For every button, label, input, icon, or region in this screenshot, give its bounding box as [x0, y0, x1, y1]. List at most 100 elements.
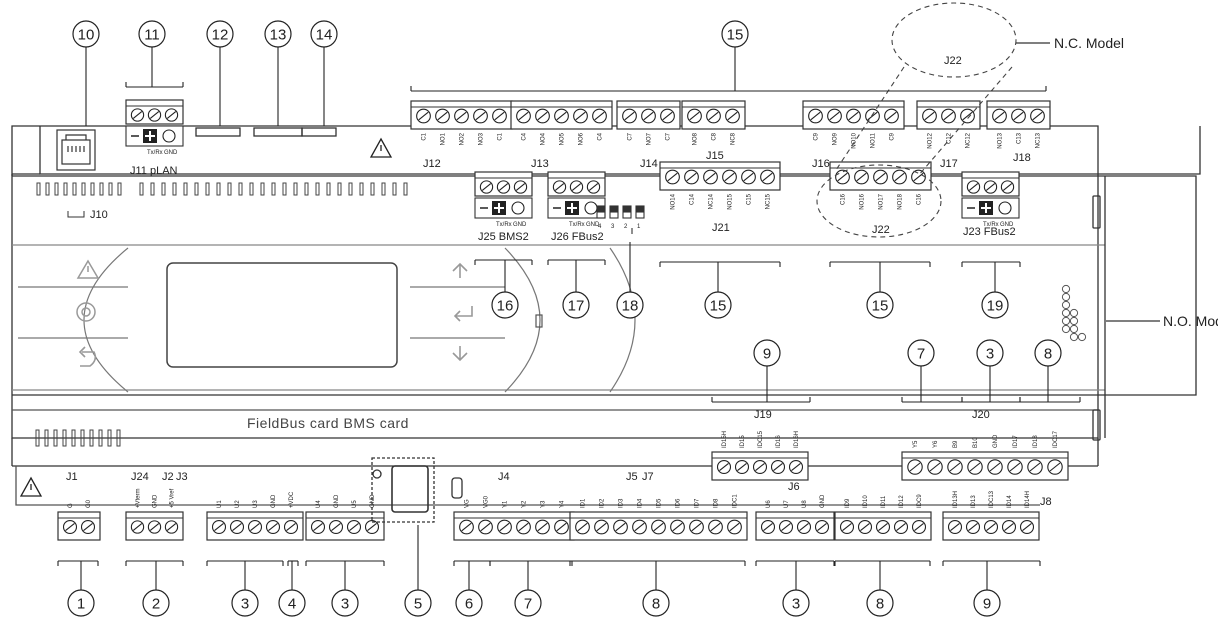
vent-slot	[183, 182, 188, 196]
terminal-housing	[901, 451, 1069, 481]
vent-slot	[370, 182, 375, 196]
callout-3: 3	[755, 560, 835, 617]
connector-label-j13: J13	[531, 158, 549, 170]
prg-key-icon[interactable]	[76, 302, 96, 322]
pin-label: U7	[784, 500, 790, 508]
callout-11: 11	[125, 20, 184, 88]
up-key-icon[interactable]	[452, 262, 468, 278]
vent-slot	[227, 182, 232, 196]
connector-label-j22-nc: J22	[944, 55, 962, 67]
pin-label: ID14H	[1025, 491, 1031, 508]
screw-slot	[83, 522, 93, 532]
pin-label: ID2	[600, 498, 606, 508]
callout-number: 3	[341, 596, 349, 613]
callout-3: 3	[961, 339, 1021, 403]
pin-label: NC12	[966, 132, 972, 148]
pin-label: C4	[598, 132, 604, 140]
callout-3: 3	[305, 560, 385, 617]
callout-19: 19	[961, 261, 1021, 319]
pin-label: C14	[690, 193, 696, 205]
screw-slot	[929, 462, 941, 472]
expansion-slot-13	[253, 127, 303, 137]
bus-terminal	[511, 201, 525, 215]
screw-slot	[667, 172, 678, 182]
pin-label: NO11	[871, 132, 877, 148]
vent-slot	[90, 182, 95, 196]
screw-slot	[132, 523, 143, 531]
alarm-key-icon[interactable]	[76, 259, 100, 279]
pin-label: NO12	[928, 132, 934, 148]
callout-number: 18	[622, 298, 639, 315]
pin-label: ID11	[881, 495, 887, 508]
callout-circle	[404, 589, 432, 617]
connector-label-j17: J17	[940, 158, 958, 170]
vent-slot	[36, 182, 41, 196]
pin-label: ID5	[657, 498, 663, 508]
callout-circle	[704, 291, 732, 319]
vent-slot	[98, 429, 103, 447]
screw-slot	[886, 111, 897, 121]
callout-14: 14	[310, 20, 338, 126]
callout-circle	[67, 589, 95, 617]
vent-slot	[117, 182, 122, 196]
callout-12: 12	[206, 20, 234, 126]
screw-slot	[799, 522, 809, 532]
screw-slot	[914, 522, 924, 532]
screw-slot	[166, 111, 177, 119]
pin-label: C8	[712, 132, 718, 140]
pin-label: +5 Vref	[170, 488, 176, 508]
esc-key-icon[interactable]	[78, 346, 97, 367]
callout-number: 14	[316, 27, 333, 44]
connector-label-j20: J20	[972, 409, 990, 421]
j10-rj-connector	[56, 129, 96, 171]
callout-circle	[721, 20, 749, 48]
pin-label: NC13	[1036, 132, 1042, 148]
pin-label: NO16	[860, 193, 866, 209]
warning-icon	[369, 137, 393, 158]
pin-label: ID14	[1007, 495, 1013, 508]
screw-slot	[856, 172, 867, 182]
screw-slot	[166, 523, 177, 531]
screw-slot	[924, 111, 935, 121]
screw-slot	[781, 522, 791, 532]
pin-label: NO18	[898, 193, 904, 209]
controller-housing	[11, 125, 1201, 506]
callout-3: 3	[206, 560, 284, 617]
status-leds	[1061, 284, 1087, 342]
screw-slot	[705, 172, 716, 182]
screw-slot	[710, 522, 721, 532]
bus-pin-label: Tx/Rx	[496, 222, 512, 228]
connector-label-j14: J14	[640, 158, 658, 170]
callout-circle	[981, 291, 1009, 319]
callout-number: 3	[241, 596, 249, 613]
callout-circle	[264, 20, 292, 48]
screw-slot	[556, 111, 567, 121]
callout-circle	[142, 589, 170, 617]
down-key-icon[interactable]	[452, 346, 468, 362]
screw-slot	[913, 172, 924, 182]
enter-key-icon[interactable]	[453, 306, 473, 322]
bus-terminal	[584, 201, 598, 215]
vent-slot	[99, 182, 104, 196]
vent-slot	[304, 182, 309, 196]
callout-number: 3	[986, 346, 994, 363]
screw-slot	[250, 522, 260, 532]
screw-slot	[943, 111, 954, 121]
pin-label: ID12	[899, 495, 905, 508]
vent-slot	[271, 182, 276, 196]
pin-label: ID13H	[953, 491, 959, 508]
connector-label-j22: J22	[872, 224, 890, 236]
callout-circle	[231, 589, 259, 617]
callout-number: 1	[77, 596, 85, 613]
callout-circle	[866, 291, 894, 319]
status-led	[1069, 324, 1079, 334]
callout-number: 8	[1044, 346, 1052, 363]
dip-switch[interactable]	[596, 205, 645, 234]
callout-circle	[1034, 339, 1062, 367]
